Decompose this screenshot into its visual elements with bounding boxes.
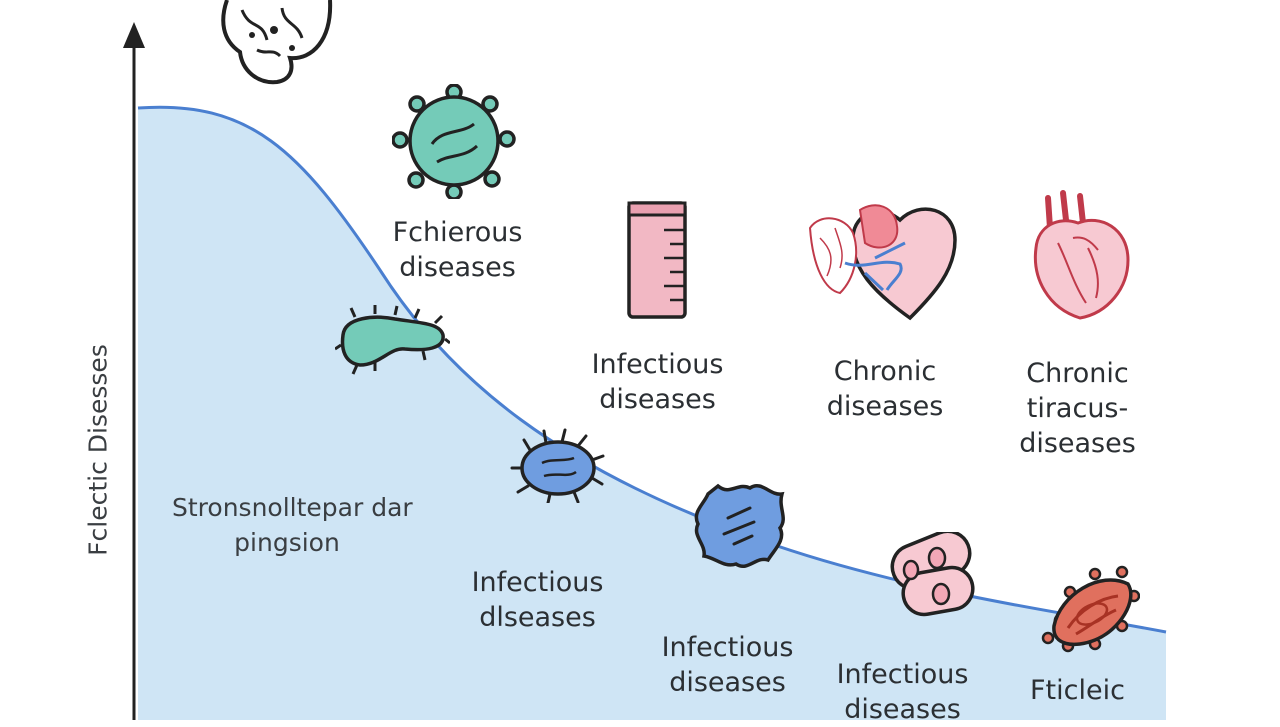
- label-line: Infectious: [836, 659, 969, 690]
- label-line: dlseases: [479, 602, 596, 633]
- brain-icon: [221, 0, 333, 85]
- label-line: diseases: [399, 252, 516, 283]
- label-line: diseases: [1019, 428, 1136, 459]
- label-line: Infectious: [661, 632, 794, 663]
- label-line: Infectious: [591, 349, 724, 380]
- label-line: Chronic: [833, 356, 937, 387]
- label-infectious-dlseases: Infectious dlseases: [455, 565, 620, 635]
- label-chronic-diseases: Chronic diseases: [810, 354, 960, 424]
- y-axis-label: Fclectic Disesses: [83, 344, 113, 556]
- label-fchierous-diseases: Fchierous diseases: [385, 215, 530, 285]
- label-line: diseases: [826, 391, 944, 422]
- anatomical-heart-icon: [1033, 190, 1130, 320]
- test-tube-icon: [627, 201, 687, 319]
- virus-icon: [392, 84, 516, 199]
- curve-area: [138, 107, 1166, 720]
- y-axis-arrow-icon: [123, 22, 145, 48]
- label-line: diseases: [844, 694, 961, 725]
- region-label: Stronsnolltepar dar pingsion: [172, 490, 413, 560]
- blue-cell-icon: [694, 483, 785, 568]
- bacterium-icon: [335, 305, 450, 375]
- label-fticleic: Fticleic: [1020, 673, 1135, 708]
- label-line: diseases: [599, 384, 716, 415]
- red-bacterium-icon: [1041, 565, 1140, 653]
- label-line: Infectious: [471, 567, 604, 598]
- label-infectious-diseases-1: Infectious diseases: [575, 347, 740, 417]
- label-chronic-tiracus-diseases: Chronic tiracus- diseases: [1000, 356, 1155, 461]
- label-line: diseases: [669, 667, 786, 698]
- heart-lungs-icon: [808, 204, 957, 321]
- label-line: Fticleic: [1030, 675, 1125, 706]
- region-label-line2: pingsion: [234, 528, 340, 557]
- label-infectious-diseases-3: Infectious diseases: [820, 657, 985, 727]
- blue-virus-icon: [510, 428, 605, 503]
- pink-cells-icon: [890, 532, 975, 617]
- label-infectious-diseases-2: Infectious diseases: [645, 630, 810, 700]
- region-label-line1: Stronsnolltepar dar: [172, 493, 413, 522]
- label-line: Fchierous: [392, 217, 523, 248]
- label-line: Chronic: [1026, 358, 1129, 389]
- label-line: tiracus-: [1026, 393, 1129, 424]
